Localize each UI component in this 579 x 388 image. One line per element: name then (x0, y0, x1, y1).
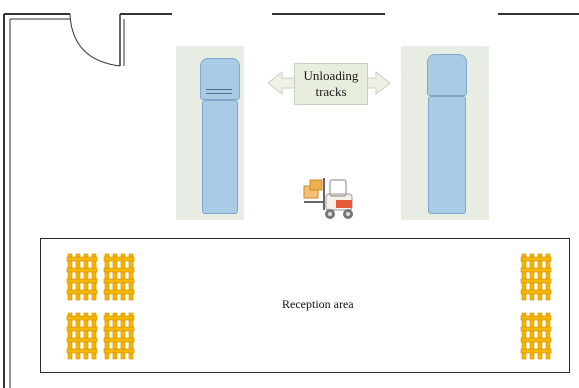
unloading-tracks-line-1: Unloading (303, 68, 359, 83)
right-truck-cab (427, 54, 467, 96)
building-walls (3, 13, 579, 388)
door-swing-icon (69, 13, 125, 67)
pallet-icon (520, 253, 552, 301)
left-truck-trailer (202, 100, 238, 214)
forklift-icon (303, 178, 353, 219)
unloading-tracks-line-2: tracks (315, 84, 347, 99)
pallet-icon (66, 312, 98, 360)
unloading-tracks-sign: Unloading tracks (294, 63, 368, 105)
reception-area-label: Reception area (282, 297, 354, 311)
pallet-icon (103, 253, 135, 301)
unloading-tracks-label: Unloading tracks (295, 68, 367, 100)
left-truck-windshield (206, 89, 232, 90)
right-truck-trailer (428, 96, 466, 214)
left-truck-windshield-2 (206, 93, 232, 94)
pallet-icon (103, 312, 135, 360)
pallet-icon (66, 253, 98, 301)
pallet-icon (520, 312, 552, 360)
